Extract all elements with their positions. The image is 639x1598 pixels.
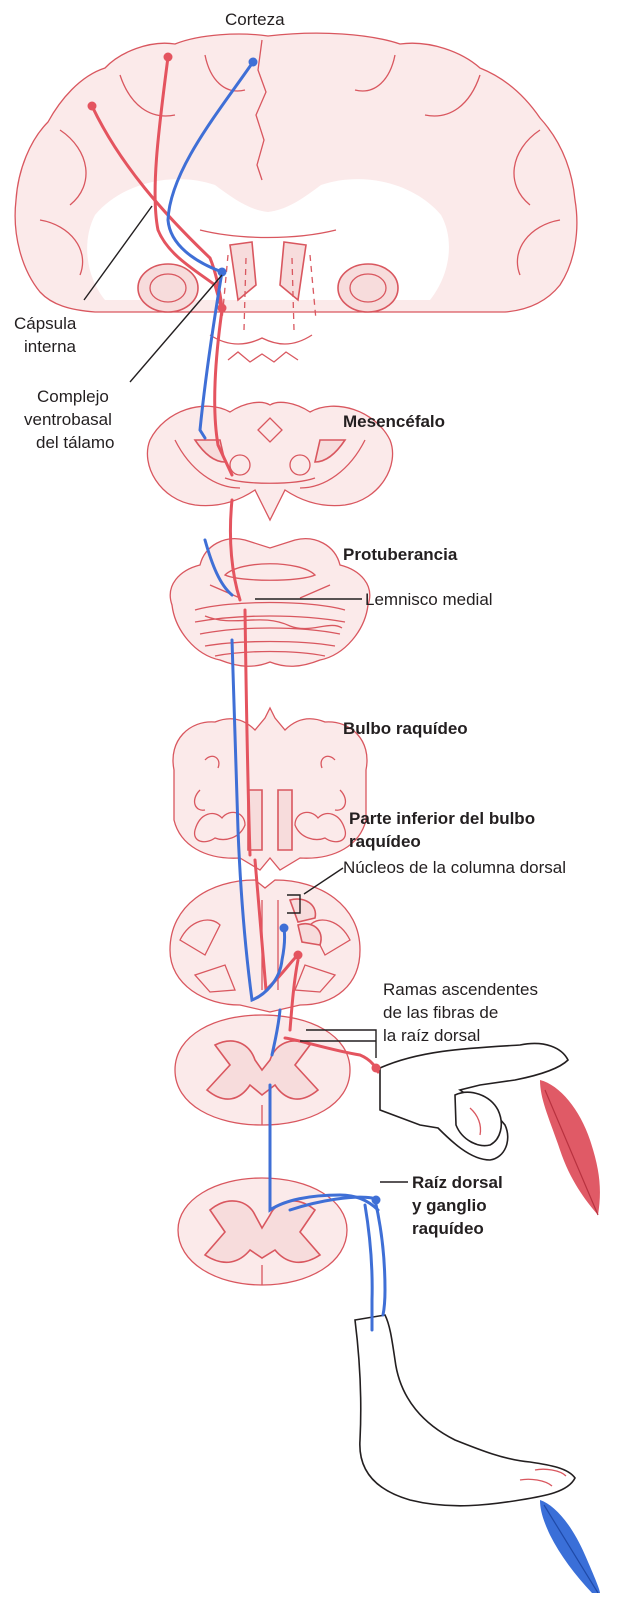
label-parte-inferior-line2: raquídeo — [349, 832, 421, 851]
label-ramas-line1: Ramas ascendentes — [383, 980, 538, 999]
label-mesencefalo: Mesencéfalo — [343, 412, 445, 431]
label-parte-inferior-line1: Parte inferior del bulbo — [349, 809, 535, 828]
spinal-cord-lumbar-section — [178, 1178, 347, 1285]
label-capsula-line1: Cápsula — [14, 314, 77, 333]
cortex-section — [15, 33, 577, 362]
label-lemnisco-medial: Lemnisco medial — [365, 590, 493, 609]
label-bulbo-raquideo: Bulbo raquídeo — [343, 719, 468, 738]
label-corteza: Corteza — [225, 10, 285, 29]
foot-illustration — [355, 1315, 575, 1506]
label-raiz-line2: y ganglio — [412, 1196, 487, 1215]
label-raiz-line3: raquídeo — [412, 1219, 484, 1238]
label-complejo-line2: ventrobasal — [24, 410, 112, 429]
label-ramas-line3: la raíz dorsal — [383, 1026, 480, 1045]
blue-feather-icon — [540, 1500, 600, 1593]
label-protuberancia: Protuberancia — [343, 545, 458, 564]
label-complejo-line1: Complejo — [37, 387, 109, 406]
red-feather-icon — [540, 1080, 600, 1215]
spinal-cord-cervical-section — [175, 1015, 350, 1125]
hand-illustration — [380, 1043, 568, 1160]
label-nucleos-columna-dorsal: Núcleos de la columna dorsal — [343, 858, 566, 877]
medulla-upper-section — [173, 708, 367, 870]
label-capsula-line2: interna — [24, 337, 77, 356]
label-ramas-line2: de las fibras de — [383, 1003, 498, 1022]
label-raiz-line1: Raíz dorsal — [412, 1173, 503, 1192]
label-complejo-line3: del tálamo — [36, 433, 114, 452]
